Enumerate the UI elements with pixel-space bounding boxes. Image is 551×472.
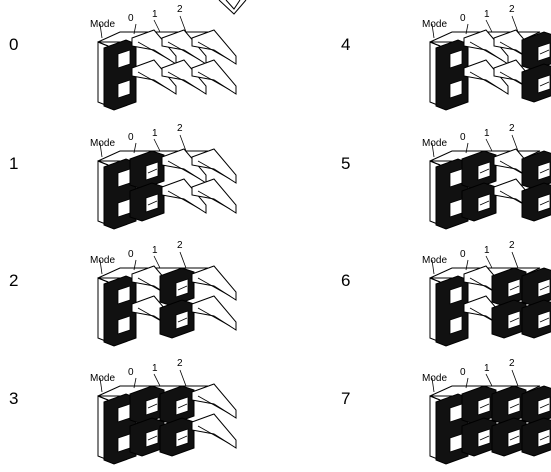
position-2-label: 2 bbox=[177, 4, 183, 15]
position-2-label: 2 bbox=[509, 358, 515, 369]
switch-1-on bbox=[159, 267, 195, 339]
mode-label: Mode bbox=[422, 255, 448, 266]
mode-label: Mode bbox=[422, 19, 448, 30]
switch-0-on bbox=[129, 150, 165, 222]
mode-block bbox=[103, 275, 137, 347]
switch-0-on bbox=[461, 150, 497, 222]
mode-label: Mode bbox=[422, 138, 448, 149]
setting-number: 0 bbox=[9, 35, 19, 54]
switch-0-off bbox=[131, 29, 177, 95]
setting-number: 5 bbox=[341, 154, 351, 173]
switch-unit: Mode 0 1 2 bbox=[422, 238, 551, 354]
switch-unit: Mode 0 1 2 bbox=[422, 2, 551, 118]
position-0-label: 0 bbox=[128, 132, 134, 143]
mode-label: Mode bbox=[90, 373, 116, 384]
switch-2-off bbox=[191, 383, 237, 449]
switch-1-on bbox=[159, 385, 195, 457]
switch-unit: Mode 0 1 2 bbox=[90, 121, 280, 237]
mode-label: Mode bbox=[422, 373, 448, 384]
switch-unit: Mode 0 1 2 bbox=[422, 356, 551, 472]
setting-number: 7 bbox=[341, 389, 351, 408]
switch-unit: Mode 0 1 2 bbox=[90, 238, 280, 354]
position-1-label: 1 bbox=[484, 128, 490, 139]
mode-block bbox=[435, 275, 469, 347]
mode-block bbox=[103, 393, 137, 465]
switch-0-on bbox=[129, 385, 165, 457]
top-box-fragment bbox=[218, 0, 247, 15]
position-2-label: 2 bbox=[177, 358, 183, 369]
position-2-label: 2 bbox=[509, 123, 515, 134]
position-0-label: 0 bbox=[128, 13, 134, 24]
switch-2-off bbox=[191, 265, 237, 331]
position-1-label: 1 bbox=[484, 245, 490, 256]
position-2-label: 2 bbox=[177, 123, 183, 134]
switch-0-on bbox=[461, 385, 497, 457]
position-0-label: 0 bbox=[460, 367, 466, 378]
mode-block bbox=[103, 39, 137, 111]
mode-block bbox=[435, 158, 469, 230]
setting-number: 6 bbox=[341, 271, 351, 290]
position-0-label: 0 bbox=[460, 13, 466, 24]
setting-number: 1 bbox=[9, 154, 19, 173]
switch-2-on bbox=[521, 31, 551, 103]
mode-label: Mode bbox=[90, 255, 116, 266]
position-1-label: 1 bbox=[152, 363, 158, 374]
setting-number: 2 bbox=[9, 271, 19, 290]
position-1-label: 1 bbox=[152, 128, 158, 139]
position-0-label: 0 bbox=[460, 249, 466, 260]
position-1-label: 1 bbox=[152, 245, 158, 256]
switch-1-off bbox=[161, 148, 207, 214]
position-1-label: 1 bbox=[152, 9, 158, 20]
mode-block bbox=[435, 39, 469, 111]
position-1-label: 1 bbox=[484, 363, 490, 374]
position-0-label: 0 bbox=[460, 132, 466, 143]
dip-switch-diagram bbox=[429, 134, 551, 230]
setting-number: 4 bbox=[341, 35, 351, 54]
dip-switch-diagram bbox=[97, 369, 237, 465]
switch-2-on bbox=[521, 150, 551, 222]
setting-number: 3 bbox=[9, 389, 19, 408]
position-2-label: 2 bbox=[509, 4, 515, 15]
switch-unit: Mode 0 1 2 bbox=[90, 356, 280, 472]
dip-switch-diagram bbox=[429, 369, 551, 465]
position-0-label: 0 bbox=[128, 249, 134, 260]
position-1-label: 1 bbox=[484, 9, 490, 20]
dip-switch-diagram bbox=[97, 134, 237, 230]
switch-unit: Mode 0 1 2 bbox=[422, 121, 551, 237]
switch-2-off bbox=[191, 29, 237, 95]
switch-1-on bbox=[491, 385, 527, 457]
mode-label: Mode bbox=[90, 19, 116, 30]
switch-unit: Mode 0 1 2 bbox=[90, 2, 280, 118]
dip-switch-diagram bbox=[97, 15, 237, 111]
dip-switch-diagram bbox=[429, 251, 551, 347]
switch-2-on bbox=[521, 267, 551, 339]
dip-switch-diagram bbox=[429, 15, 551, 111]
switch-2-off bbox=[191, 148, 237, 214]
position-0-label: 0 bbox=[128, 367, 134, 378]
switch-2-on bbox=[521, 385, 551, 457]
dip-switch-diagram bbox=[97, 251, 237, 347]
mode-label: Mode bbox=[90, 138, 116, 149]
position-2-label: 2 bbox=[177, 240, 183, 251]
position-2-label: 2 bbox=[509, 240, 515, 251]
switch-1-on bbox=[491, 267, 527, 339]
